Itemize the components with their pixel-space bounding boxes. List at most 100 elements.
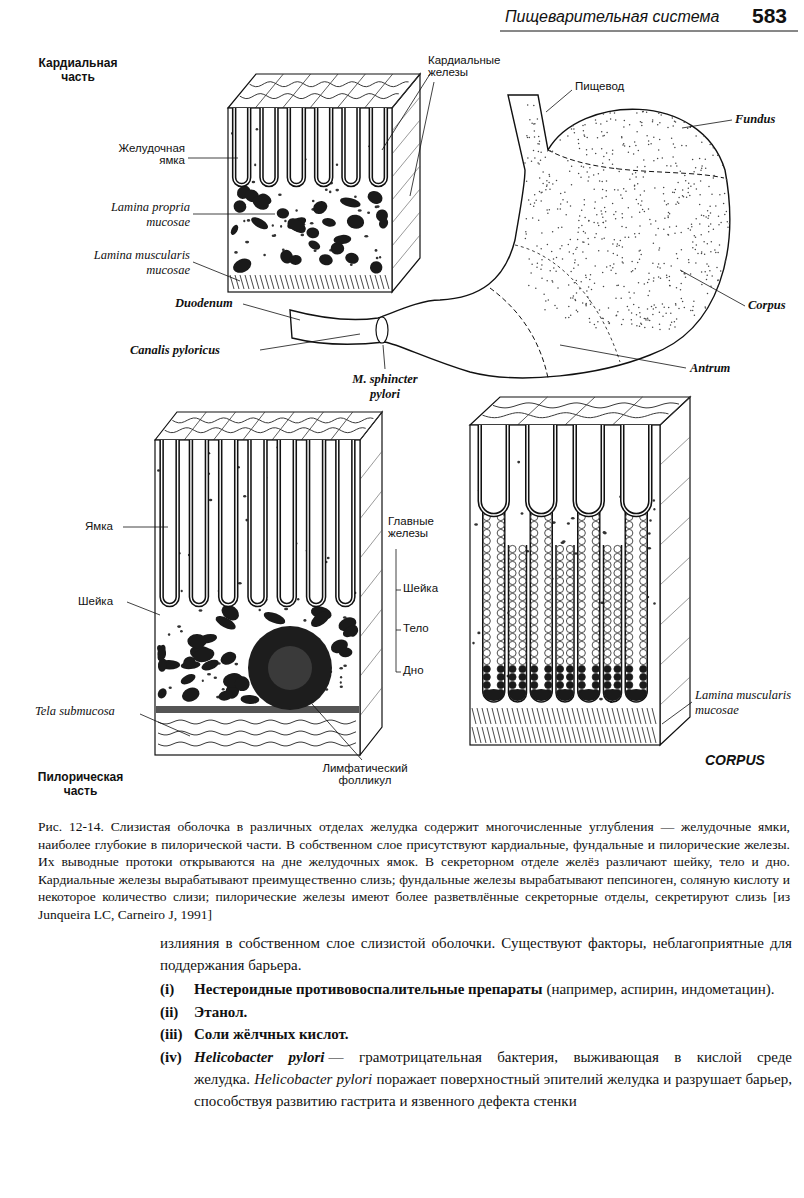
stipple-dot: [615, 211, 617, 213]
muscle-hatch: [552, 727, 556, 743]
stipple-dot: [659, 329, 661, 331]
side-stripe: [660, 477, 690, 505]
fold-edge: [518, 397, 548, 425]
gland-cell: [545, 617, 552, 624]
stipple-dot: [595, 119, 597, 121]
stipple-dot: [650, 223, 652, 225]
stipple-dot: [546, 280, 548, 282]
gland-cell: [545, 681, 552, 688]
leader-line: [680, 270, 745, 306]
stipple-dot: [695, 218, 697, 220]
stipple-dot: [582, 302, 584, 304]
stipple-dot: [676, 287, 678, 289]
gland-cell: [640, 545, 647, 552]
list-text: Соли жёлчных кислот.: [194, 1024, 792, 1046]
stipple-dot: [645, 319, 647, 321]
stipple-dot: [641, 323, 643, 325]
block-top: [470, 397, 690, 425]
stipple-dot: [667, 217, 669, 219]
cell-dot: [214, 677, 217, 680]
side-stripe: [660, 517, 690, 545]
stipple-dot: [652, 314, 654, 316]
gland-cell: [640, 665, 647, 672]
gland-base: [626, 689, 646, 701]
stipple-dot: [538, 136, 540, 138]
stipple-dot: [669, 213, 671, 215]
stipple-dot: [597, 137, 599, 139]
fold-edge: [255, 74, 283, 108]
muscle-hatch: [522, 727, 526, 743]
gland-section: [217, 689, 234, 702]
part-label: Tela submucosa: [35, 704, 145, 719]
stipple-dot: [588, 176, 590, 178]
stipple-dot: [684, 307, 686, 309]
cell-dot: [339, 667, 343, 670]
cell-dot: [280, 225, 282, 228]
gland-cell: [578, 633, 585, 640]
muscle-hatch: [537, 708, 541, 724]
stipple-dot: [708, 231, 710, 233]
cell-dot: [202, 679, 204, 682]
stipple-dot: [648, 140, 650, 142]
stipple-dot: [659, 324, 661, 326]
stipple-dot: [546, 209, 548, 211]
stipple-dot: [710, 251, 712, 253]
gland-cell: [578, 649, 585, 656]
stomach-outline: [290, 95, 730, 378]
stipple-dot: [688, 259, 690, 261]
muscle-hatch: [255, 275, 259, 289]
gland-cell: [626, 545, 633, 552]
muscle-hatch: [340, 275, 344, 289]
stipple-dot: [534, 130, 536, 132]
stipple-dot: [597, 321, 599, 323]
stipple-dot: [683, 273, 685, 275]
gland-cell: [556, 569, 563, 576]
stipple-dot: [700, 169, 702, 171]
cell-dot: [336, 163, 338, 166]
gland-cell: [519, 609, 526, 616]
stipple-dot: [602, 162, 604, 164]
stipple-dot: [620, 194, 622, 196]
stipple-dot: [694, 235, 696, 237]
gland-cell: [531, 585, 538, 592]
stipple-dot: [579, 288, 581, 290]
gland-cell: [509, 601, 516, 608]
stipple-dot: [614, 189, 616, 191]
cell-dot: [310, 222, 314, 225]
stipple-dot: [615, 297, 617, 299]
fold-edge: [301, 412, 323, 440]
cell-dot: [567, 522, 570, 525]
stipple-dot: [675, 303, 677, 305]
stipple-dot: [549, 176, 551, 178]
stipple-dot: [631, 319, 633, 321]
muscle-hatch: [285, 275, 289, 289]
stipple-dot: [568, 317, 570, 319]
stipple-dot: [601, 238, 603, 240]
cell-dot: [303, 619, 306, 622]
stipple-dot: [606, 266, 608, 268]
muscle-hatch: [315, 275, 319, 289]
gland-cell: [566, 657, 573, 664]
bracket-tick: [396, 630, 401, 631]
stipple-dot: [552, 231, 554, 233]
stipple-dot: [636, 131, 638, 133]
list-text: Helicobacter pylori— грамотрицательная б…: [194, 1047, 792, 1112]
stipple-dot: [692, 241, 694, 243]
list-number: (ii): [160, 1002, 178, 1024]
stipple-dot: [586, 154, 588, 156]
fold-line: [158, 720, 356, 724]
stipple-dot: [578, 143, 580, 145]
gland-cell: [604, 681, 611, 688]
stipple-dot: [639, 259, 641, 261]
gland-cell: [614, 585, 621, 592]
stipple-dot: [540, 268, 542, 270]
stipple-dot: [662, 316, 664, 318]
stipple-dot: [701, 214, 703, 216]
gland-section: [344, 251, 360, 265]
pit-lumen: [622, 425, 650, 515]
stipple-dot: [583, 231, 585, 233]
stipple-dot: [609, 322, 611, 324]
gland-cell: [497, 625, 504, 632]
stipple-dot: [699, 194, 701, 196]
stipple-dot: [569, 251, 571, 253]
